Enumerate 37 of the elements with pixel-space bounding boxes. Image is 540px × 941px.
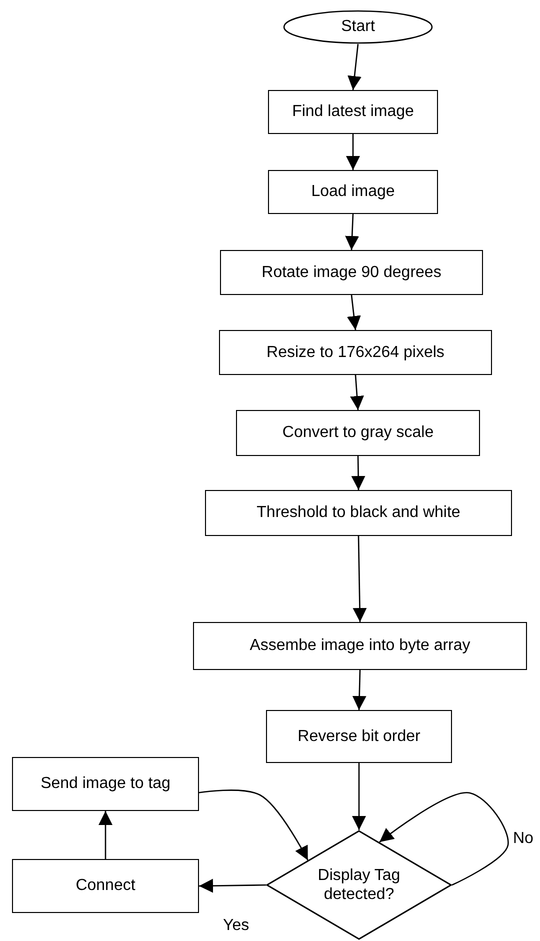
step-label: Connect: [76, 876, 136, 896]
step-label: Rotate image 90 degrees: [262, 262, 442, 282]
process-box: [193, 622, 527, 670]
arrow: [379, 792, 509, 886]
arrow: [350, 374, 364, 410]
process-box: [268, 90, 438, 134]
arrow: [352, 763, 366, 830]
step-label: Assembe image into byte array: [250, 636, 470, 656]
step-label: Display Tag detected?: [316, 866, 402, 904]
step-label: Find latest image: [292, 102, 414, 122]
arrow: [351, 456, 366, 490]
process-box: [205, 490, 512, 536]
process-box: [268, 170, 438, 214]
step-label: Convert to gray scale: [282, 423, 434, 443]
step-label: Resize to 176x264 pixels: [266, 342, 444, 362]
arrow: [98, 811, 112, 859]
process-box: [236, 410, 480, 456]
arrow: [345, 214, 360, 250]
step-label: Reverse bit order: [298, 726, 420, 746]
process-box: [12, 859, 199, 913]
process-box: [266, 710, 452, 763]
step-label: Send image to tag: [40, 774, 170, 794]
arrow: [352, 536, 367, 622]
process-box: [220, 250, 483, 295]
arrow: [348, 44, 362, 90]
arrow: [199, 878, 266, 893]
arrow: [198, 790, 308, 861]
step-label: Load image: [311, 182, 395, 202]
arrow: [352, 670, 366, 710]
decision-diamond: [266, 830, 452, 940]
process-box: [219, 330, 492, 375]
step-label: Threshold to black and white: [256, 503, 460, 523]
arrow: [346, 134, 360, 170]
start-terminal: [283, 10, 433, 44]
arrow: [346, 294, 361, 330]
step-label: Start: [341, 17, 375, 37]
process-box: [12, 757, 199, 811]
